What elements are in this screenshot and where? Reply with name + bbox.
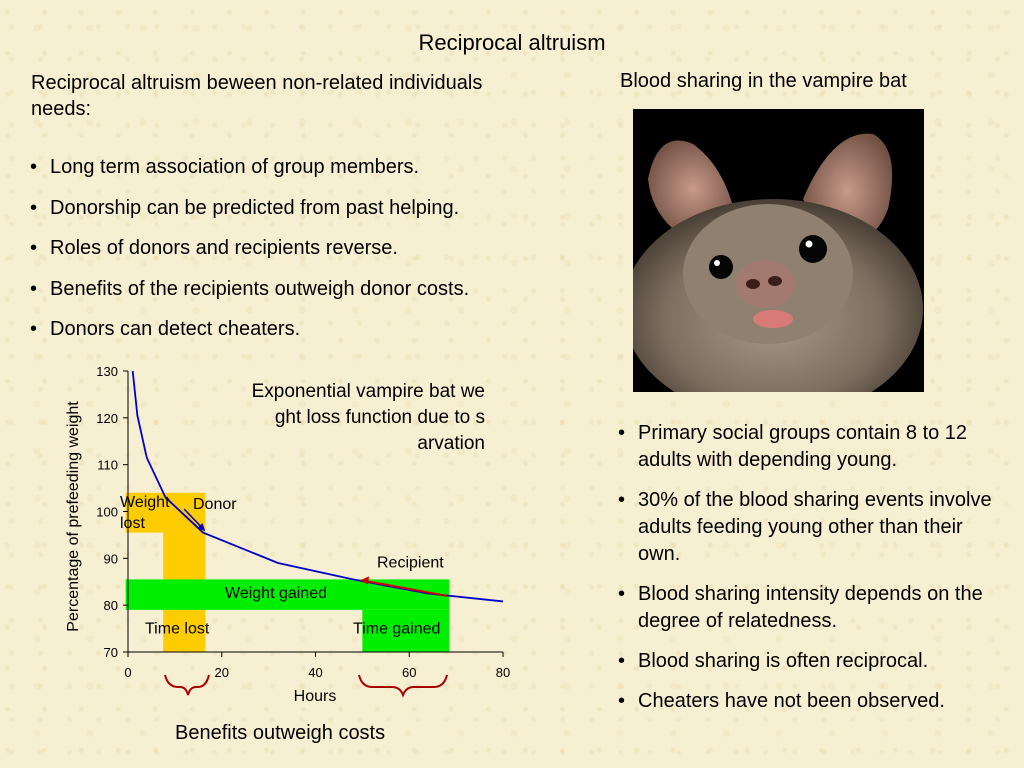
y-tick-label: 70	[104, 645, 118, 660]
list-item: • Long term association of group members.	[30, 154, 550, 195]
weight-gained-bar	[125, 579, 450, 610]
y-tick-label: 80	[104, 598, 118, 613]
y-tick-label: 110	[97, 458, 118, 473]
list-item: • Primary social groups contain 8 to 12 a…	[618, 420, 1008, 474]
list-item-text: Long term association of group members.	[50, 156, 420, 178]
list-item-text: Primary social groups contain 8 to 12 ad…	[638, 422, 968, 471]
recipient-arrow	[364, 579, 447, 597]
list-item: • Blood sharing intensity depends on the …	[618, 581, 1008, 635]
x-axis-label: Hours	[294, 688, 337, 705]
weight-lost-label: Weight	[120, 494, 170, 511]
list-item: • Donors can detect cheaters.	[30, 316, 550, 357]
list-item: • Donorship can be predicted from past he…	[30, 195, 550, 236]
weight-gained-label: Weight gained	[225, 585, 327, 602]
time-gained-bar	[362, 609, 450, 652]
list-item: • Cheaters have not been observed.	[618, 688, 1008, 715]
slide-title: Reciprocal altruism	[418, 30, 606, 55]
bullet-icon: •	[30, 196, 38, 219]
bullet-icon: •	[30, 156, 38, 178]
x-tick-label: 0	[124, 665, 131, 680]
chart-regions	[125, 492, 450, 652]
left-intro-text: Reciprocal altruism beween non-related i…	[31, 72, 483, 120]
y-axis-label: Percentage of prefeeding weight	[65, 401, 82, 632]
y-tick-label: 130	[96, 364, 118, 379]
chart-arrows	[164, 508, 448, 698]
chart-annotation-line: arvation	[417, 433, 485, 454]
list-item: • 30% of the blood sharing events involve…	[618, 487, 1008, 568]
donor-label: Donor	[193, 496, 237, 513]
x-tick-label: 60	[402, 665, 416, 680]
bullet-icon: •	[618, 422, 626, 444]
bullet-icon: •	[618, 583, 626, 605]
y-tick-label: 90	[104, 551, 118, 566]
time-lost-label: Time lost	[145, 620, 210, 637]
donor-arrow	[183, 508, 204, 530]
list-item-text: 30% of the blood sharing events involve …	[638, 489, 992, 565]
right-heading: Blood sharing in the vampire bat	[620, 70, 907, 92]
list-item-text: Cheaters have not been observed.	[638, 690, 945, 712]
y-tick-label: 120	[96, 411, 118, 426]
time-lost-brace	[164, 674, 210, 696]
bullet-icon: •	[618, 690, 626, 712]
weight-lost-bar	[125, 492, 206, 533]
list-item-text: Roles of donors and recipients reverse.	[50, 237, 398, 259]
list-item: • Blood sharing is often reciprocal.	[618, 648, 1008, 675]
chart-annotation-line: ght loss function due to s	[275, 407, 485, 428]
time-gained-label: Time gained	[353, 620, 440, 637]
bullet-icon: •	[30, 318, 38, 340]
left-bullet-list: • Long term association of group members.…	[30, 154, 550, 357]
list-item: • Benefits of the recipients outweigh don…	[30, 276, 550, 317]
chart-annotation-line: Exponential vampire bat we	[252, 381, 485, 402]
weight-lost-label: lost	[120, 515, 145, 532]
donor-arrowhead	[197, 523, 206, 532]
vampire-bat-illustration	[633, 109, 924, 392]
recipient-arrowhead	[360, 576, 370, 585]
benefits-caption: Benefits outweigh costs	[175, 722, 386, 744]
x-tick-label: 40	[308, 665, 322, 680]
x-tick-label: 20	[215, 665, 229, 680]
bullet-icon: •	[30, 277, 38, 300]
list-item-text: Blood sharing is often reciprocal.	[638, 650, 929, 672]
x-tick-label: 80	[496, 665, 510, 680]
bullet-icon: •	[618, 650, 626, 672]
bullet-icon: •	[30, 237, 38, 259]
list-item-text: Donors can detect cheaters.	[50, 318, 301, 340]
time-gained-brace	[358, 674, 448, 698]
right-bullet-list: • Primary social groups contain 8 to 12 a…	[618, 420, 1008, 728]
vampire-bat-photo	[633, 109, 924, 392]
y-tick-label: 100	[96, 505, 118, 520]
list-item-text: Blood sharing intensity depends on the d…	[638, 583, 983, 632]
recipient-label: Recipient	[377, 555, 444, 572]
bullet-icon: •	[618, 489, 626, 511]
chart-labels: Exponential vampire bat we ght loss funct…	[120, 381, 485, 637]
list-item-text: Donorship can be predicted from past hel…	[50, 196, 460, 219]
list-item-text: Benefits of the recipients outweigh dono…	[50, 277, 470, 300]
list-item: • Roles of donors and recipients reverse.	[30, 235, 550, 276]
